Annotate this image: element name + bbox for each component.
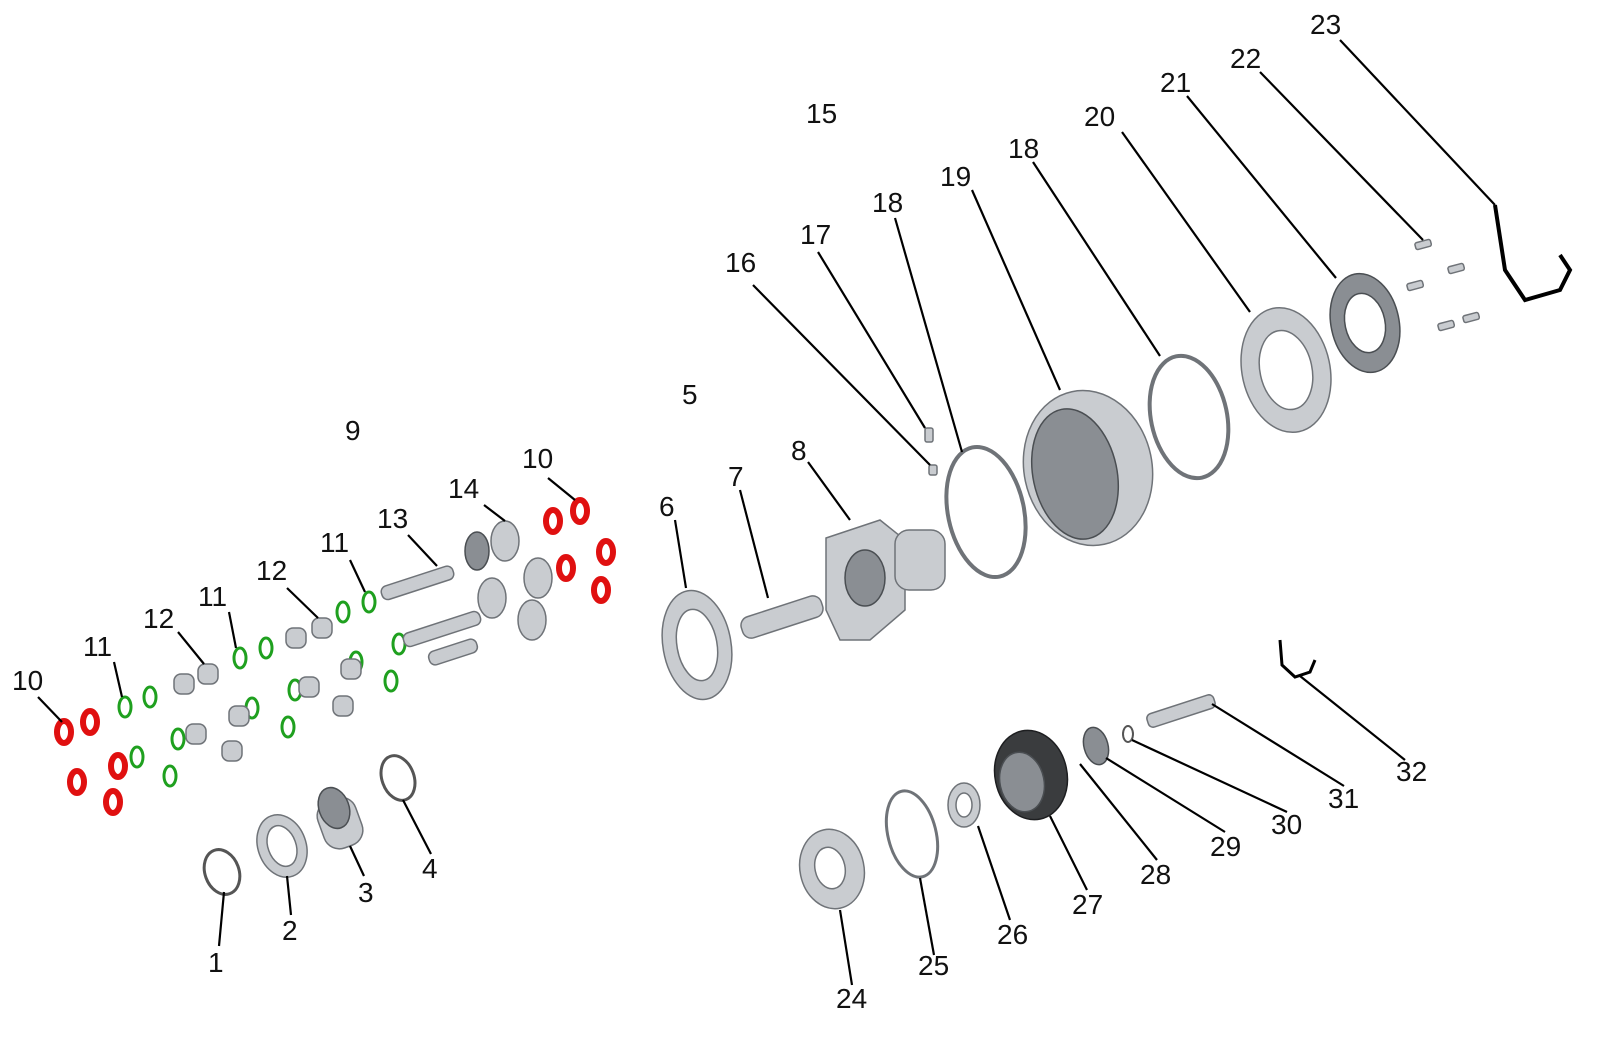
callout-4: 4 [422, 853, 438, 884]
part-32-wire-clip [1278, 639, 1317, 679]
planet-pins [380, 565, 482, 666]
callout-16: 16 [725, 247, 756, 278]
part-19-ring-gear [1022, 389, 1154, 547]
part-31-bolt [1146, 694, 1216, 728]
callout-18-a: 18 [872, 187, 903, 218]
callout-19: 19 [940, 161, 971, 192]
callout-17: 17 [800, 219, 831, 250]
callout-1: 1 [208, 947, 224, 978]
part-23-wire-clip [1493, 204, 1573, 303]
part-7-shaft [740, 595, 824, 639]
callout-21: 21 [1160, 67, 1191, 98]
callout-7: 7 [728, 461, 744, 492]
callout-20: 20 [1084, 101, 1115, 132]
callout-14: 14 [448, 473, 479, 504]
part-24-bearing-cup [798, 828, 866, 910]
part-26-nut [947, 782, 981, 828]
callout-22: 22 [1230, 43, 1261, 74]
callout-9: 9 [345, 415, 361, 446]
callout-24: 24 [836, 983, 867, 1014]
part-22-bolts [1406, 238, 1481, 332]
callout-27: 27 [1072, 889, 1103, 920]
callout-32: 32 [1396, 756, 1427, 787]
callout-2: 2 [282, 915, 298, 946]
part-18-snap-ring-left [944, 444, 1028, 580]
callout-6: 6 [659, 491, 675, 522]
callout-25: 25 [918, 950, 949, 981]
part-8-planet-carrier [825, 519, 946, 641]
callout-3: 3 [358, 877, 374, 908]
part-2-bearing-ring [256, 814, 308, 878]
callout-31: 31 [1328, 783, 1359, 814]
part-1-snap-ring [202, 848, 242, 896]
seal-rings-red-left [54, 708, 128, 816]
callout-28: 28 [1140, 859, 1171, 890]
part-25-wire-ring [884, 789, 940, 879]
part-27-output-flange [993, 729, 1069, 821]
callout-5: 5 [682, 379, 698, 410]
needle-bearings [173, 617, 362, 762]
callout-18-b: 18 [1008, 133, 1039, 164]
callout-12-a: 12 [143, 603, 174, 634]
callout-labels: 1 2 3 4 5 6 7 8 9 10 10 11 11 11 12 12 1… [12, 9, 1427, 1014]
callout-30: 30 [1271, 809, 1302, 840]
seal-rings-red-right [543, 497, 616, 604]
washers-green [117, 590, 407, 788]
callout-11-a: 11 [83, 631, 112, 662]
part-29-washer [1082, 726, 1110, 766]
part-3-sun-gear [316, 786, 364, 850]
part-18-snap-ring-right [1147, 353, 1231, 481]
part-6-thrust-plate [661, 589, 733, 701]
leader-lines [37, 39, 1496, 986]
callout-11-c: 11 [320, 527, 349, 558]
part-4-ring [379, 754, 417, 802]
callout-10-left: 10 [12, 665, 43, 696]
callout-12-b: 12 [256, 555, 287, 586]
part-30-o-ring [1122, 725, 1134, 743]
callout-11-b: 11 [198, 581, 227, 612]
callout-13: 13 [377, 503, 408, 534]
part-16-17-small-pins [924, 427, 938, 476]
part-20-gear-hub [1240, 306, 1332, 434]
callout-29: 29 [1210, 831, 1241, 862]
callout-23: 23 [1310, 9, 1341, 40]
part-21-flange [1329, 272, 1401, 374]
callout-15: 15 [806, 98, 837, 129]
callout-10-right: 10 [522, 443, 553, 474]
callout-8: 8 [791, 435, 807, 466]
callout-26: 26 [997, 919, 1028, 950]
